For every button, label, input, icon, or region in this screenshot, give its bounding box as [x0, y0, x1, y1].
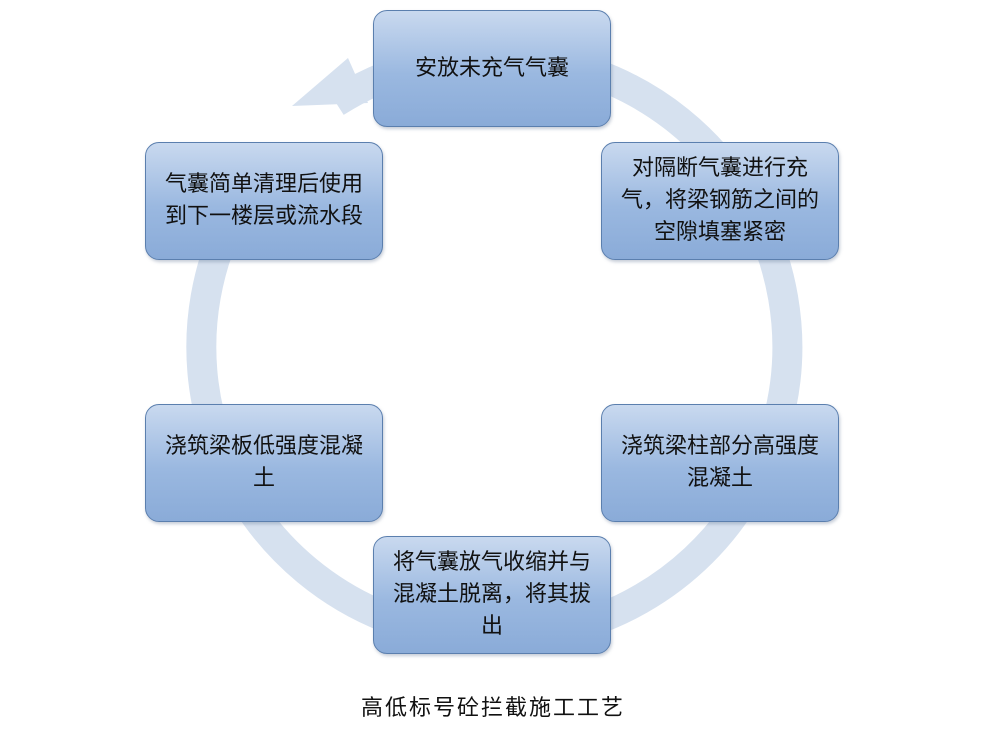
step-label: 将气囊放气收缩并与混凝土脱离，将其拔出	[392, 550, 591, 639]
step-node-place-airbag: 安放未充气气囊	[373, 10, 611, 127]
step-node-inflate-airbag: 对隔断气囊进行充气，将梁钢筋之间的空隙填塞紧密	[601, 142, 839, 260]
step-node-pour-low-strength: 浇筑梁板低强度混凝土	[145, 404, 383, 522]
step-node-pour-high-strength: 浇筑梁柱部分高强度混凝土	[601, 404, 839, 522]
diagram-caption: 高低标号砼拦截施工工艺	[360, 696, 625, 721]
step-label: 安放未充气气囊	[414, 55, 569, 81]
step-label: 气囊简单清理后使用到下一楼层或流水段	[164, 172, 363, 229]
step-label: 浇筑梁板低强度混凝土	[164, 434, 363, 491]
step-label: 浇筑梁柱部分高强度混凝土	[620, 434, 819, 491]
step-node-deflate-remove: 将气囊放气收缩并与混凝土脱离，将其拔出	[373, 536, 611, 654]
step-node-clean-reuse: 气囊简单清理后使用到下一楼层或流水段	[145, 142, 383, 260]
step-label: 对隔断气囊进行充气，将梁钢筋之间的空隙填塞紧密	[620, 156, 819, 245]
